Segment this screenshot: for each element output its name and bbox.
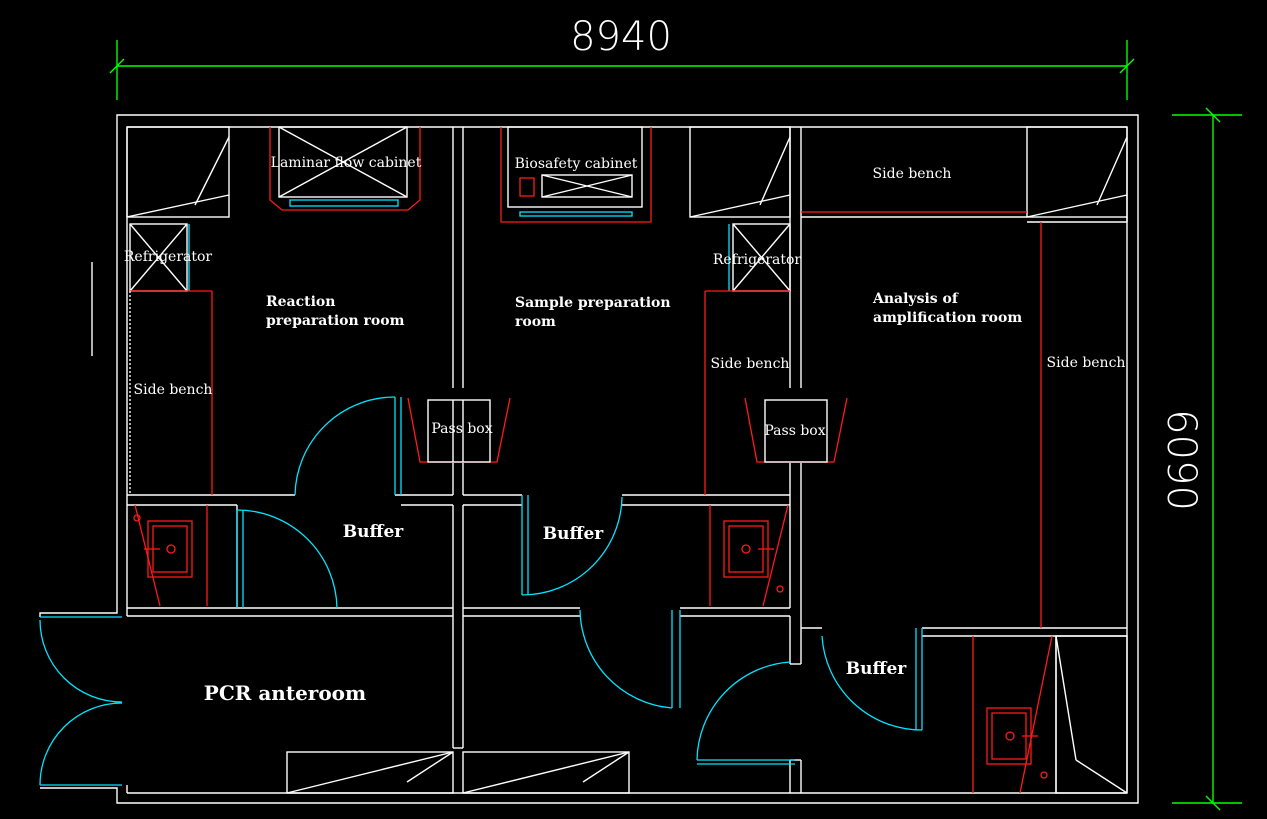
label-buffer-2: Buffer — [543, 524, 604, 544]
height-dimension-label: 6090 — [1158, 409, 1204, 511]
doors — [39, 396, 923, 786]
label-pcr-anteroom: PCR anteroom — [204, 681, 366, 705]
label-reaction-prep-line1: Reaction — [266, 294, 335, 310]
label-reaction-prep-line2: preparation room — [266, 313, 405, 329]
closets — [126, 126, 1128, 794]
label-biosafety-cabinet: Biosafety cabinet — [515, 156, 638, 172]
height-dimension: 6090 — [1158, 107, 1242, 811]
label-buffer-1: Buffer — [343, 522, 404, 542]
label-pass-box-2: Pass box — [764, 423, 825, 439]
label-sample-prep-line1: Sample preparation — [515, 295, 671, 311]
fixtures — [129, 126, 1053, 794]
label-refrigerator-1: Refrigerator — [124, 249, 213, 265]
label-side-bench-1: Side bench — [873, 166, 952, 182]
label-sample-prep-line2: room — [515, 314, 556, 330]
label-pass-box-1: Pass box — [431, 421, 492, 437]
label-buffer-3: Buffer — [846, 659, 907, 679]
label-side-bench-3: Side bench — [711, 356, 790, 372]
label-refrigerator-2: Refrigerator — [713, 252, 802, 268]
width-dimension: 8940 — [109, 14, 1135, 100]
label-analysis-line1: Analysis of — [872, 291, 959, 307]
label-side-bench-2: Side bench — [134, 382, 213, 398]
label-laminar-flow-cabinet: Laminar flow cabinet — [271, 155, 422, 171]
label-analysis-line2: amplification room — [873, 310, 1022, 326]
interior-walls — [127, 127, 1127, 794]
label-side-bench-4: Side bench — [1047, 355, 1126, 371]
width-dimension-label: 8940 — [570, 14, 672, 60]
